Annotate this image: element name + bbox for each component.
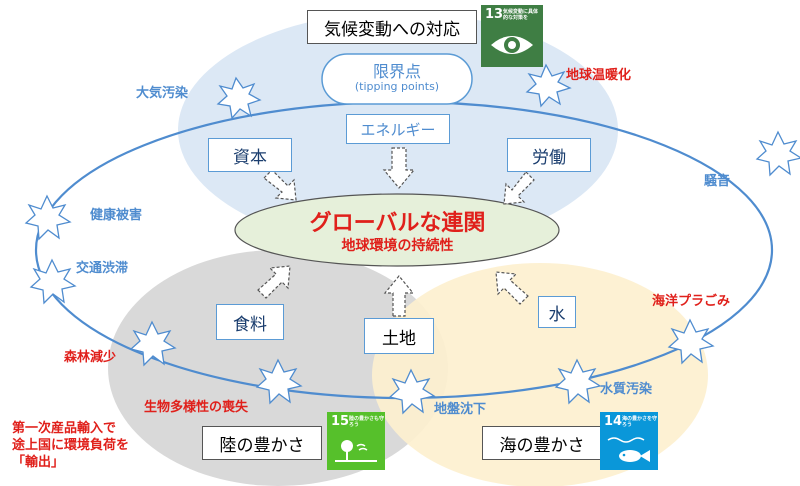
export-note: 第一次産品輸入で 途上国に環境負荷を 「輸出」 [12,420,129,471]
water-pollution-label: 水質汚染 [600,382,653,397]
export-note-line: 「輸出」 [12,455,65,470]
sdg13-text: 気候変動に具体的な対策を [503,9,539,21]
biodiversity-label: 生物多様性の喪失 [144,400,249,415]
labor-arrow [503,171,535,205]
starburst [525,63,572,108]
tipping-box [321,53,473,105]
sdg14-icon: 14 海の豊かさを守ろう [600,412,658,470]
food-label: 食料 [233,314,267,335]
sdg14-text: 海の豊かさを守ろう [622,416,658,428]
eye-globe-icon [491,36,533,54]
capital-box: 資本 [208,138,292,172]
starburst [755,130,800,177]
land-box: 土地 [364,318,434,354]
starburst [24,194,72,241]
water-arrow [495,271,529,305]
capital-label: 資本 [233,147,267,168]
capital-arrow [263,169,297,201]
water-box: 水 [538,296,576,328]
subsidence-label: 地盤沈下 [434,402,487,417]
center-title: グローバルな連関 [309,211,486,236]
starburst [216,76,262,120]
sdg15-text: 陸の豊かさも守ろう [349,416,385,428]
labor-box: 労働 [507,138,591,172]
sdg13-icon: 13 気候変動に具体的な対策を [481,5,543,67]
fish-icon [607,437,650,462]
sdg13-number: 13 [485,7,504,22]
traffic-label: 交通渋滞 [76,261,129,276]
plastic-label: 海洋プラごみ [652,294,731,309]
starburst [388,368,436,415]
sdg15-icon: 15 陸の豊かさも守ろう [327,412,385,470]
climate-title-box: 気候変動への対応 [307,10,477,44]
land-label: 土地 [382,328,416,349]
tipping-subtitle: (tipping points) [354,80,440,93]
land-arrow [383,275,415,317]
energy-arrow [382,147,416,189]
tipping-title: 限界点 [372,62,421,81]
sea-life-box: 海の豊かさ [482,426,602,460]
food-box: 食料 [216,304,284,340]
tree-icon [335,440,377,462]
starburst [667,318,715,365]
starburst [255,358,303,405]
sdg14-number: 14 [604,414,623,429]
starburst [554,358,602,405]
center-subtitle: 地球環境の持続性 [341,238,454,254]
forest-label: 森林減少 [64,350,117,365]
export-note-line: 第一次産品輸入で [12,421,117,436]
land-life-label: 陸の豊かさ [219,435,305,456]
warming-label: 地球温暖化 [566,68,632,83]
water-label: 水 [548,304,566,325]
land-life-box: 陸の豊かさ [202,426,322,460]
air-pollution-label: 大気汚染 [136,86,189,101]
sdg15-number: 15 [331,414,350,429]
labor-label: 労働 [532,147,566,168]
climate-title: 気候変動への対応 [324,19,460,40]
center-ellipse [234,193,560,267]
starburst [29,258,77,305]
starburst [129,320,177,367]
sea-life-label: 海の豊かさ [499,435,585,456]
noise-label: 騒音 [704,174,731,189]
energy-box: エネルギー [346,114,450,144]
health-label: 健康被害 [90,208,143,223]
energy-label: エネルギー [360,120,436,139]
food-arrow [257,265,291,299]
export-note-line: 途上国に環境負荷を [12,438,130,453]
